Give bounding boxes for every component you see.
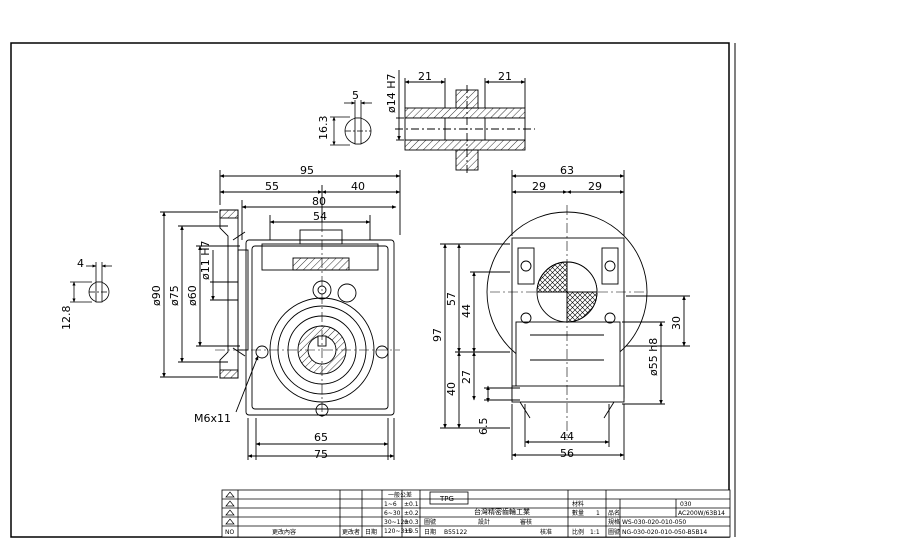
date-label: 日期	[424, 528, 436, 536]
approver-label: 核准	[540, 528, 552, 536]
qty-value: 1	[596, 510, 600, 517]
front-width-total: 63	[560, 164, 574, 177]
part-no-label: 品名	[608, 509, 620, 517]
side-dia-75: ø75	[168, 285, 181, 306]
drawing-no-label: 圖號	[424, 518, 436, 526]
checker-label: 審核	[520, 518, 532, 526]
part-no-value: AC200W/63B14	[678, 510, 725, 517]
front-inner-44: 44	[460, 304, 473, 318]
material-value: 030	[680, 501, 692, 508]
key-top-height: 16.3	[317, 116, 330, 141]
side-view	[160, 170, 401, 460]
front-half-left: 29	[532, 180, 546, 193]
scale-label: 比例	[572, 528, 584, 536]
key-top-width: 5	[352, 89, 359, 102]
tol-range-1: 1~6	[384, 501, 397, 508]
front-base-44: 44	[560, 430, 574, 443]
shaft-detail	[395, 70, 535, 175]
front-upper: 57	[445, 292, 458, 306]
key-detail-small	[70, 262, 112, 303]
tol-range-4: 120~315	[384, 528, 412, 535]
front-half-right: 29	[588, 180, 602, 193]
company-name: 台灣精密齒輪工業	[474, 507, 530, 516]
tol-value-3: ±0.3	[404, 519, 419, 526]
shaft-bore: ø14 H7	[385, 74, 398, 114]
front-foot: 6.5	[477, 418, 490, 436]
spec-label: 規格	[608, 518, 620, 526]
rev-col-no: NO	[225, 529, 234, 536]
front-hub-dia: ø55 h8	[647, 338, 660, 376]
spec-value: WS-030-020-010-050	[622, 519, 686, 526]
shaft-left-len: 21	[418, 70, 432, 83]
shaft-right-len: 21	[498, 70, 512, 83]
company-logo: TPG	[429, 491, 469, 505]
rev-col-by: 更改者	[342, 528, 360, 536]
front-span-30: 30	[670, 316, 683, 330]
tol-value-2: ±0.2	[404, 510, 419, 517]
scale-value: 1:1	[590, 529, 600, 536]
side-body-span: 54	[313, 210, 327, 223]
figure-label: 圖號	[608, 528, 620, 536]
side-base-65: 65	[314, 431, 328, 444]
side-width-total: 95	[300, 164, 314, 177]
material-label: 材料	[572, 500, 584, 508]
front-height-total: 97	[431, 328, 444, 342]
side-width-right: 40	[351, 180, 365, 193]
rev-col-date: 日期	[365, 528, 377, 536]
front-lower-40: 40	[445, 382, 458, 396]
side-thread: M6x11	[194, 412, 231, 425]
logo-text: TPG	[439, 495, 454, 503]
side-dia-90: ø90	[150, 285, 163, 306]
key-small-height: 12.8	[60, 306, 73, 331]
rev-col-desc: 更改內容	[272, 528, 296, 536]
tol-range-2: 6~30	[384, 510, 401, 517]
general-tolerance-header: 一般公差	[388, 491, 412, 499]
tol-value-1: ±0.1	[404, 501, 419, 508]
key-detail-top	[330, 100, 372, 146]
side-flange-span: 80	[312, 195, 326, 208]
title-block	[221, 489, 731, 538]
key-small-width: 4	[77, 257, 84, 270]
side-dia-60: ø60	[186, 285, 199, 306]
front-view	[440, 170, 690, 460]
side-base-75: 75	[314, 448, 328, 461]
tol-value-4: ±0.5	[404, 528, 419, 535]
side-bore-fit: ø11 H7	[199, 241, 212, 281]
tol-range-3: 30~120	[384, 519, 408, 526]
revision-triangles	[225, 491, 235, 525]
figure-value: NG-030-020-010-050-B5B14	[622, 529, 707, 536]
designer-label: 設計	[478, 518, 490, 526]
front-base-56: 56	[560, 447, 574, 460]
qty-label: 數量	[572, 509, 584, 517]
drawing-no-value: B55122	[444, 529, 467, 536]
side-width-left: 55	[265, 180, 279, 193]
front-lower-27: 27	[460, 370, 473, 384]
